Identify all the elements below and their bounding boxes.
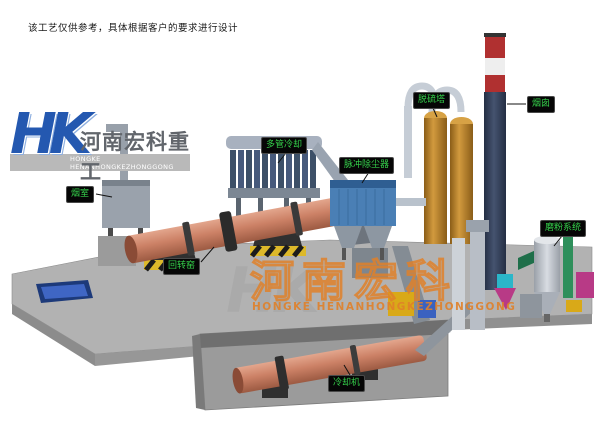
label-rotary-kiln-text: 回转窑 — [168, 261, 196, 271]
label-smoke-chamber: 烟室 — [66, 186, 95, 203]
label-grinding-system-text: 磨粉系统 — [545, 223, 582, 233]
label-cooling-machine: 冷却机 — [328, 375, 366, 392]
watermark-monogram: HK — [226, 254, 324, 327]
label-rotary-kiln: 回转窑 — [163, 258, 201, 275]
kiln-tyre-ring — [290, 201, 303, 236]
kiln-girth-gear — [219, 211, 238, 252]
label-cooling-machine-text: 冷却机 — [333, 378, 361, 388]
water-pool — [36, 280, 93, 303]
label-desulfurization-tower-text: 脱硫塔 — [418, 95, 446, 105]
cyan-unit — [497, 274, 513, 288]
chimney-white-band — [485, 58, 505, 75]
cooler-ring — [274, 355, 289, 391]
logo-monogram: HK — [10, 102, 92, 167]
yellow-feeder — [388, 292, 414, 316]
grinding-system-graphic — [518, 226, 594, 322]
kiln-tyre-ring — [182, 221, 195, 256]
magenta-separator — [576, 272, 594, 298]
disclaimer-note: 该工艺仅供参考，具体根据客户的要求进行设计 — [28, 23, 239, 34]
green-pipe — [563, 232, 573, 298]
watermark: HK 河南宏科 HONGKE HENANHONGKEZHONGGONG — [226, 254, 516, 327]
logo-bar: HONGKE HENANHONGKEZHONGGONG — [10, 154, 190, 171]
watermark-en: HONGKE HENANHONGKEZHONGGONG — [252, 301, 516, 313]
pulse-dust-collector-graphic — [330, 180, 426, 260]
desulfurization-towers-graphic — [404, 82, 473, 244]
outlet-duct — [396, 198, 426, 206]
label-multi-tube-cooler-text: 多管冷却 — [266, 140, 303, 150]
logo-company-cn: 河南宏科重工 — [80, 130, 190, 184]
chimney-graphic — [484, 33, 506, 290]
chimney-red-band — [485, 36, 505, 58]
leader-grinding-system — [553, 235, 563, 247]
watermark-cn: 河南宏科 — [250, 256, 458, 307]
leader-smoke-chamber — [95, 193, 113, 198]
blue-cabinet — [418, 300, 436, 318]
cooling-machine-graphic — [232, 335, 427, 394]
label-pulse-dust-collector: 脉冲除尘器 — [339, 157, 395, 174]
label-pulse-dust-collector-text: 脉冲除尘器 — [344, 160, 390, 170]
leader-rotary-kiln — [200, 246, 215, 263]
cooler-ring — [349, 345, 361, 375]
rotary-kiln-graphic — [124, 197, 345, 264]
label-desulfurization-tower: 脱硫塔 — [413, 92, 451, 109]
kiln-head-equipment — [388, 220, 516, 330]
label-chimney: 烟囱 — [527, 96, 556, 113]
label-grinding-system: 磨粉系统 — [540, 220, 587, 237]
chimney-red-band — [485, 75, 505, 92]
logo-company-en: HONGKE HENANHONGKEZHONGGONG — [70, 154, 174, 171]
yellow-unit — [566, 300, 582, 312]
leader-cooling-machine — [343, 364, 351, 376]
magenta-cyclone — [494, 288, 516, 310]
leader-multi-tube-cooler — [277, 152, 287, 164]
label-multi-tube-cooler: 多管冷却 — [261, 137, 308, 154]
company-logo: HONGKE HENANHONGKEZHONGGONG HK 河南宏科重工 — [10, 102, 194, 184]
leader-desulfurization-tower — [432, 107, 438, 118]
label-chimney-text: 烟囱 — [532, 99, 551, 109]
label-smoke-chamber-text: 烟室 — [71, 189, 90, 199]
